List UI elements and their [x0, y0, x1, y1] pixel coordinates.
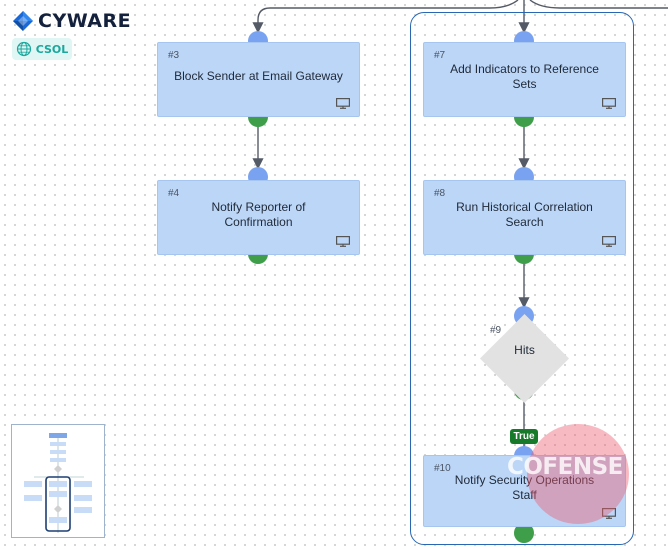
node-title: Notify Security Operations Staff — [454, 473, 595, 502]
monitor-icon — [602, 98, 616, 109]
parallel-group-frame — [410, 12, 634, 545]
node-number: #8 — [434, 188, 446, 199]
node-notify-reporter[interactable]: #4 Notify Reporter of Confirmation — [157, 180, 360, 255]
minimap-overview — [24, 433, 92, 533]
node-title: Run Historical Correlation Search — [456, 199, 593, 229]
logo-text: CYWARE — [38, 10, 132, 32]
monitor-icon — [336, 236, 350, 247]
decision-number: #9 — [490, 325, 502, 336]
node-notify-soc[interactable]: #10 Notify Security Operations Staff — [423, 455, 626, 527]
product-badge: CSOL — [12, 38, 72, 60]
node-block-sender[interactable]: #3 Block Sender at Email Gateway — [157, 42, 360, 117]
cyware-diamond-icon — [13, 11, 33, 31]
decision-label: Hits — [514, 343, 535, 357]
node-number: #7 — [434, 50, 446, 61]
monitor-icon — [602, 508, 616, 519]
node-title: Add Indicators to Reference Sets — [450, 61, 599, 91]
node-number: #4 — [168, 188, 180, 199]
connector-top-right — [529, 0, 668, 9]
node-historical-correlation[interactable]: #8 Run Historical Correlation Search — [423, 180, 626, 255]
true-branch-badge: True — [510, 429, 538, 444]
product-badge-label: CSOL — [35, 42, 69, 56]
cyware-logo: CYWARE — [12, 10, 131, 32]
node-title: Block Sender at Email Gateway — [174, 69, 343, 83]
node-title: Notify Reporter of Confirmation — [211, 199, 306, 229]
globe-grid-icon — [16, 41, 31, 57]
node-number: #3 — [168, 50, 180, 61]
monitor-icon — [602, 236, 616, 247]
node-number: #10 — [434, 463, 451, 474]
workflow-minimap[interactable] — [11, 424, 105, 538]
output-port-10 — [514, 523, 534, 543]
monitor-icon — [336, 98, 350, 109]
node-add-indicators[interactable]: #7 Add Indicators to Reference Sets — [423, 42, 626, 117]
connector-top-left — [252, 0, 519, 34]
